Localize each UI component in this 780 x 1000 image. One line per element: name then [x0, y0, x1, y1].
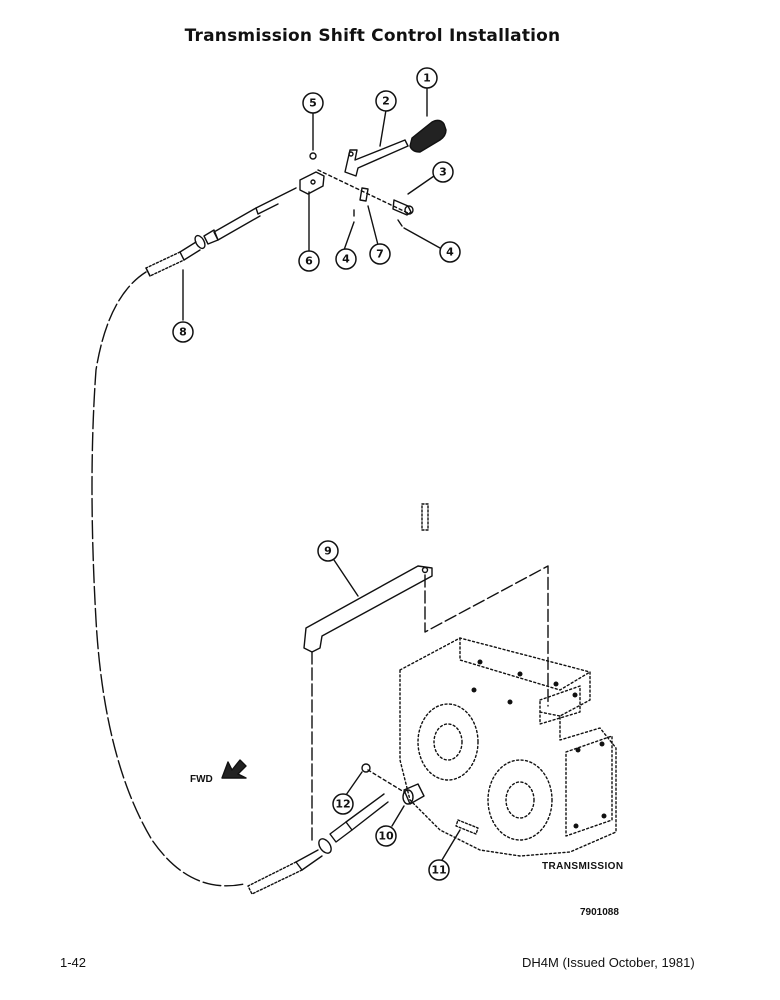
- fwd-label: FWD: [190, 774, 213, 785]
- callout-label: 5: [309, 97, 317, 110]
- page-footer: DH4M (Issued October, 1981): [522, 955, 695, 970]
- callout-8: [172, 321, 194, 343]
- callout-6: [298, 250, 320, 272]
- callout-11: [428, 859, 450, 881]
- clevis: [299, 171, 325, 195]
- callout-3: [432, 161, 454, 183]
- callout-label: 4: [446, 246, 454, 259]
- cable-upper-end: [145, 187, 297, 277]
- pin: [392, 199, 414, 216]
- callout-label: 4: [342, 253, 350, 266]
- control-cable: [91, 271, 245, 887]
- clevis-pin: [359, 187, 369, 202]
- callout-label: 3: [439, 166, 447, 179]
- callout-9: [317, 540, 339, 562]
- screw: [455, 819, 479, 835]
- callout-4b: [439, 241, 461, 263]
- cotter-pin: [397, 219, 403, 227]
- callout-label: 10: [378, 830, 394, 843]
- page-title: Transmission Shift Control Installation: [184, 26, 561, 46]
- shift-knob: [409, 119, 447, 153]
- washer: [309, 152, 317, 160]
- callout-label: 9: [324, 545, 332, 558]
- page-number: 1-42: [60, 955, 87, 970]
- callout-label: 11: [431, 864, 446, 877]
- callout-label: 12: [335, 798, 350, 811]
- callout-5: [302, 92, 324, 114]
- transmission-housing: [399, 637, 617, 857]
- callout-label: 7: [376, 248, 384, 261]
- mounting-bracket: [303, 565, 433, 653]
- callout-7: [369, 243, 391, 265]
- shift-lever: [344, 139, 409, 177]
- callout-label: 8: [179, 326, 187, 339]
- nut: [361, 763, 371, 773]
- forward-arrow-icon: [221, 759, 247, 779]
- transmission-label: TRANSMISSION: [542, 861, 624, 872]
- callout-12: [332, 793, 354, 815]
- cap-screw: [421, 503, 429, 531]
- callout-label: 1: [423, 72, 431, 85]
- callout-1: [416, 67, 438, 89]
- callout-label: 2: [382, 95, 390, 108]
- cable-lower-end: [247, 793, 389, 895]
- callout-label: 6: [305, 255, 313, 268]
- swivel: [402, 783, 425, 805]
- callout-4a: [335, 248, 357, 270]
- figure-number: 7901088: [580, 907, 619, 918]
- callout-10: [375, 825, 397, 847]
- callout-2: [375, 90, 397, 112]
